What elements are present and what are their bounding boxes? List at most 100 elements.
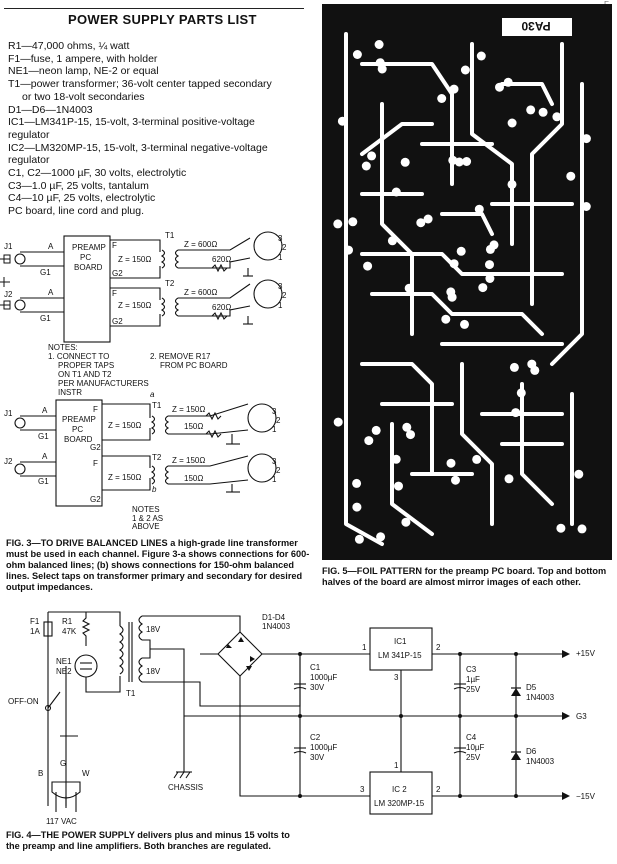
fig4-caption: FIG. 4—THE POWER SUPPLY delivers plus an… xyxy=(6,830,306,852)
foil-pad xyxy=(333,219,343,229)
foil-pad xyxy=(344,245,353,255)
foil-pad xyxy=(387,236,397,246)
foil-pad xyxy=(374,40,384,49)
fig3b-t2: T2 xyxy=(152,453,162,462)
fig4-c4: C4 xyxy=(466,733,477,742)
foil-pad xyxy=(507,179,517,189)
fig3a-zin1: Z = 150Ω xyxy=(118,255,151,264)
fig4-t1: T1 xyxy=(126,689,136,698)
fig3b-pin-a1: A xyxy=(42,406,48,415)
foil-pad xyxy=(507,118,517,128)
fig3b-sublabel: b xyxy=(152,485,157,494)
foil-pad xyxy=(472,454,482,464)
fig3b-board-2: PC xyxy=(72,425,83,434)
fig3a-note2-1: FROM PC BOARD xyxy=(160,361,228,370)
fig3b-pin-a2: A xyxy=(42,452,48,461)
foil-pad xyxy=(354,534,364,544)
fig4-ne1: NE1 xyxy=(56,657,72,666)
fig3b-c2-p1: 1 xyxy=(272,475,277,484)
foil-pad xyxy=(400,157,410,167)
foil-pad xyxy=(352,50,362,59)
fig3b-out-g2a: G2 xyxy=(90,443,101,452)
fig4-chassis: CHASSIS xyxy=(168,783,203,792)
fig3b-notes-1: 1 & 2 AS xyxy=(132,514,163,522)
fig3a-c2-p3: 3 xyxy=(278,282,283,291)
foil-pad xyxy=(460,65,470,75)
fig3b-c1-p1: 1 xyxy=(272,425,277,434)
foil-pad xyxy=(391,454,401,464)
foil-pad xyxy=(402,422,412,432)
foil-pad xyxy=(516,388,526,398)
foil-pad xyxy=(333,417,343,427)
fig3a-t1: T1 xyxy=(165,231,175,240)
fig3a-out-f2: F xyxy=(112,289,117,298)
fig4-plug-w: W xyxy=(82,769,90,778)
foil-pad xyxy=(451,475,460,485)
fig3b-c2-p2: 2 xyxy=(276,466,281,475)
foil-pad xyxy=(406,430,415,440)
fig4-vac: 117 VAC xyxy=(46,817,77,826)
fig4-pin1: 1 xyxy=(362,643,367,652)
fig4-c4-val: 10µF xyxy=(466,743,485,752)
fig3b-board-1: PREAMP xyxy=(62,415,96,424)
fig5-caption-lead: FIG. 5—FOIL PATTERN xyxy=(322,566,423,576)
foil-pad xyxy=(552,112,562,122)
fig3a-notes-1: 1. CONNECT TO xyxy=(48,352,109,361)
fig4-ic1-part: LM 341P-15 xyxy=(378,651,422,660)
fig3a-note2-0: 2. REMOVE R17 xyxy=(150,352,211,361)
fig3b-zout2: Z = 150Ω xyxy=(172,456,205,465)
top-rule xyxy=(4,8,304,9)
parts-list-line: IC1—LM341P-15, 15-volt, 3-terminal posit… xyxy=(8,116,255,129)
fig4-ne2: NE2 xyxy=(56,667,72,676)
foil-pad xyxy=(446,287,456,297)
foil-pad xyxy=(538,107,548,117)
fig3a-res2: 620Ω xyxy=(212,303,231,312)
fig3b-c1-p3: 3 xyxy=(272,407,277,416)
foil-pad xyxy=(449,84,459,94)
foil-pad xyxy=(363,261,373,271)
fig4-pin2: 2 xyxy=(436,643,441,652)
fig4-caption-text: delivers plus and minus 15 volts to the … xyxy=(6,830,290,851)
parts-list-line: regulator xyxy=(8,154,50,167)
foil-pad xyxy=(364,436,374,446)
board-mark: PA30 xyxy=(521,19,550,33)
foil-pad xyxy=(485,274,495,283)
fig3a-out-f1: F xyxy=(112,241,117,250)
parts-list-line: D1—D6—1N4003 xyxy=(8,103,93,116)
foil-pad xyxy=(460,319,469,329)
parts-list-line: R1—47,000 ohms, ¼ watt xyxy=(8,40,130,52)
fig4-c2-val: 1000µF xyxy=(310,743,337,752)
fig4-sec-top: 18V xyxy=(146,625,161,634)
foil-pad xyxy=(526,105,536,115)
fig3b-res1: 150Ω xyxy=(184,422,203,431)
parts-list-line: C3—1.0 µF, 25 volts, tantalum xyxy=(8,179,149,192)
fig3b-pin-g1b: G1 xyxy=(38,477,49,486)
foil-pad xyxy=(456,246,466,256)
foil-pad xyxy=(556,523,566,533)
fig3a-c1-p1: 1 xyxy=(278,253,283,262)
fig3b-c2-p3: 3 xyxy=(272,457,277,466)
fig4-ic2-part: LM 320MP-15 xyxy=(374,799,425,808)
fig3a-zout1: Z = 600Ω xyxy=(184,240,217,249)
foil-pad xyxy=(394,481,403,491)
fig3a-out-g2b: G2 xyxy=(112,317,123,326)
fig4-f1-val: 1A xyxy=(30,627,40,636)
fig3a-sublabel: a xyxy=(150,390,155,399)
fig3b-zin1: Z = 150Ω xyxy=(108,421,141,430)
foil-pad xyxy=(511,408,521,418)
fig3a-t2: T2 xyxy=(165,279,175,288)
parts-list-title: POWER SUPPLY PARTS LIST xyxy=(68,12,257,27)
foil-pad xyxy=(446,458,456,468)
foil-pad xyxy=(489,240,499,250)
fig3b-j1: J1 xyxy=(4,409,13,418)
foil-pad xyxy=(581,134,591,144)
fig4-out-neg: −15V xyxy=(576,792,596,801)
fig3b-out-f1: F xyxy=(93,405,98,414)
fig3a-c1-p3: 3 xyxy=(278,234,283,243)
fig4-r1-val: 47K xyxy=(62,627,77,636)
fig4-r1: R1 xyxy=(62,617,73,626)
parts-list-line: PC board, line cord and plug. xyxy=(8,205,145,218)
fig3a-pin-g1: G1 xyxy=(40,268,51,277)
fig4-c2: C2 xyxy=(310,733,321,742)
foil-pad xyxy=(509,362,519,372)
